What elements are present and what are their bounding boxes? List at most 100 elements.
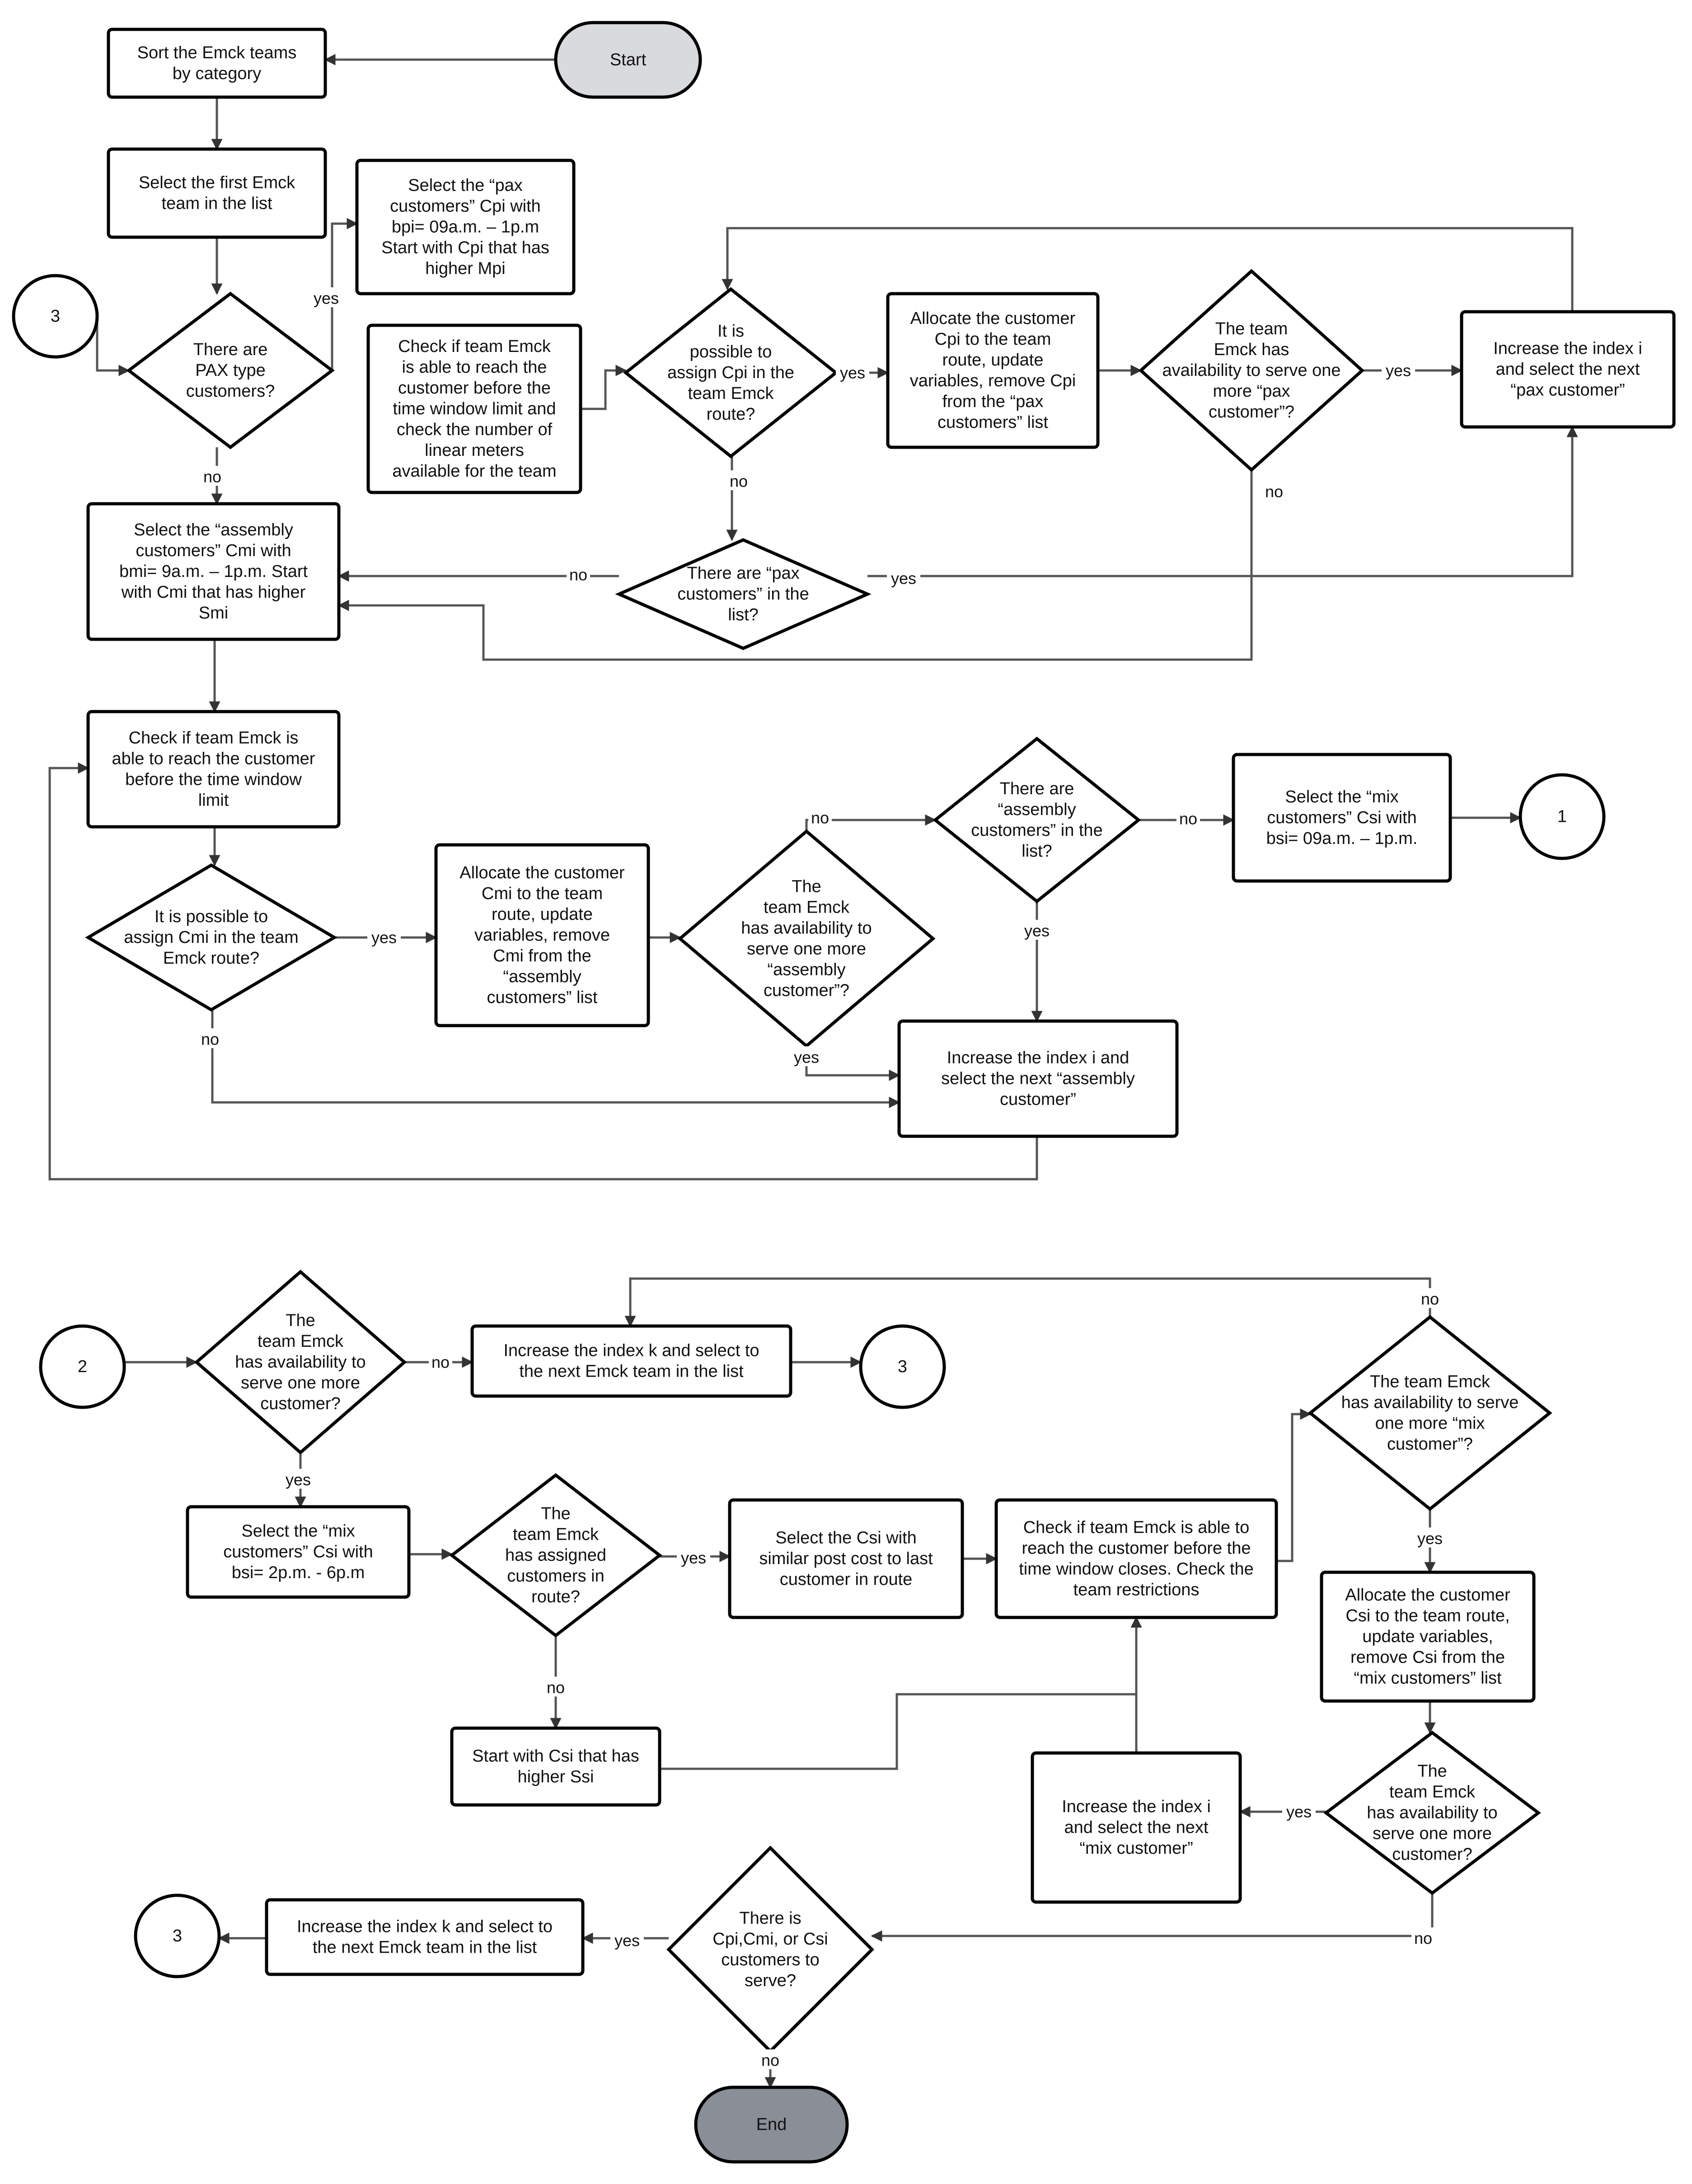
node-text: route? <box>707 405 755 424</box>
edge-label-no: no <box>547 1678 565 1697</box>
node-text: with Cmi that has higher <box>121 583 306 602</box>
decision-shape <box>623 287 839 459</box>
node-text: customer” <box>1000 1090 1076 1109</box>
decision-shape <box>194 1270 407 1455</box>
edge-label-no: no <box>431 1353 450 1372</box>
node-text: The <box>286 1311 315 1330</box>
node-text: Emck has <box>1214 340 1289 359</box>
edge-label-bg <box>1413 1528 1447 1547</box>
node-text: It is <box>717 322 744 341</box>
edge-label-yes: yes <box>371 928 397 947</box>
process-shape <box>107 147 327 239</box>
process-shape <box>470 1324 792 1398</box>
node-text: Select the first Emck <box>139 173 295 192</box>
node-text: update variables, <box>1362 1627 1493 1646</box>
node-c2: 2 <box>39 1324 126 1409</box>
node-text: There is <box>739 1909 801 1928</box>
node-text: The <box>541 1504 570 1523</box>
edge-label-bg <box>727 470 750 490</box>
node-text: the next Emck team in the list <box>519 1362 744 1381</box>
node-text: team Emck <box>513 1525 599 1544</box>
node-c3b: 3 <box>859 1324 946 1409</box>
node-text: PAX type <box>195 361 266 380</box>
node-text: linear meters <box>425 441 524 460</box>
edge-label-yes: yes <box>1417 1529 1443 1548</box>
process-shape <box>1320 1570 1536 1703</box>
node-text: team Emck <box>764 898 850 917</box>
node-text: variables, remove <box>474 926 610 945</box>
connector-circle <box>12 274 99 359</box>
node-c3a: 3 <box>12 274 99 359</box>
node-text: customers” in the <box>677 585 809 604</box>
node-text: from the “pax <box>942 392 1044 411</box>
node-text: Allocate the customer <box>459 863 625 882</box>
node-text: availability to serve one <box>1162 361 1341 380</box>
node-text: Emck route? <box>163 949 259 968</box>
node-text: serve one more <box>241 1373 360 1392</box>
edge-label-bg <box>367 927 401 947</box>
node-text: team in the list <box>162 194 272 213</box>
node-text: customers in <box>507 1567 604 1586</box>
node-text: “assembly <box>767 961 845 980</box>
node-text: There are “pax <box>687 564 799 583</box>
node-text: Start <box>610 51 647 70</box>
node-text: Csi to the team route, <box>1345 1607 1509 1626</box>
node-text: reach the customer before the <box>1022 1539 1251 1558</box>
node-text: “mix customer” <box>1079 1839 1193 1858</box>
node-text: has availability to serve <box>1341 1393 1519 1412</box>
node-text: Check if team Emck is <box>129 729 299 748</box>
node-text: Smi <box>199 604 228 623</box>
node-text: has availability to <box>1367 1804 1497 1823</box>
node-text: The team Emck <box>1370 1373 1490 1392</box>
node-text: customers” Csi with <box>223 1542 373 1561</box>
node-text: “mix customers” list <box>1354 1669 1502 1688</box>
node-text: higher Mpi <box>425 259 505 278</box>
node-text: team Emck <box>258 1332 344 1351</box>
edge-label-yes: yes <box>614 1931 640 1950</box>
process-shape <box>355 159 576 295</box>
node-text: Select the Csi with <box>775 1528 917 1547</box>
edge-label-bg <box>836 362 869 382</box>
node-text: 1 <box>1557 807 1567 826</box>
node-text: Allocate the customer <box>1345 1586 1510 1605</box>
edge-label-no: no <box>811 809 829 827</box>
edge-label-yes: yes <box>891 569 916 588</box>
process-shape <box>366 323 582 494</box>
node-text: The <box>792 877 821 896</box>
node-text: serve one more <box>747 940 866 959</box>
edge-label-yes: yes <box>794 1048 819 1067</box>
node-text: limit <box>198 791 229 810</box>
edge-label-yes: yes <box>1386 361 1411 380</box>
edge-label-bg <box>1411 1927 1435 1947</box>
node-end: End <box>694 2086 849 2164</box>
node-text: possible to <box>690 342 772 361</box>
process-shape <box>1031 1751 1242 1904</box>
node-text: Sort the Emck teams <box>137 43 297 62</box>
connector-layer <box>48 54 1578 2089</box>
edge-label-bg <box>201 466 224 486</box>
edge-label-bg <box>198 1028 222 1048</box>
edge-label-bg <box>544 1677 567 1697</box>
node-text: customers” Csi with <box>1267 808 1417 827</box>
edge-label-bg <box>790 1046 823 1066</box>
node-text: has availability to <box>235 1353 366 1372</box>
edge-label-bg <box>1418 1288 1442 1308</box>
node-text: customers” Cmi with <box>136 541 291 560</box>
node-text: the next Emck team in the list <box>313 1938 537 1957</box>
node-text: customer? <box>1392 1845 1472 1864</box>
node-text: Cpi to the team <box>935 330 1051 349</box>
process-shape <box>186 1505 411 1599</box>
node-text: Allocate the customer <box>910 309 1076 328</box>
node-text: It is possible to <box>155 907 268 926</box>
node-text: customer? <box>260 1394 340 1413</box>
